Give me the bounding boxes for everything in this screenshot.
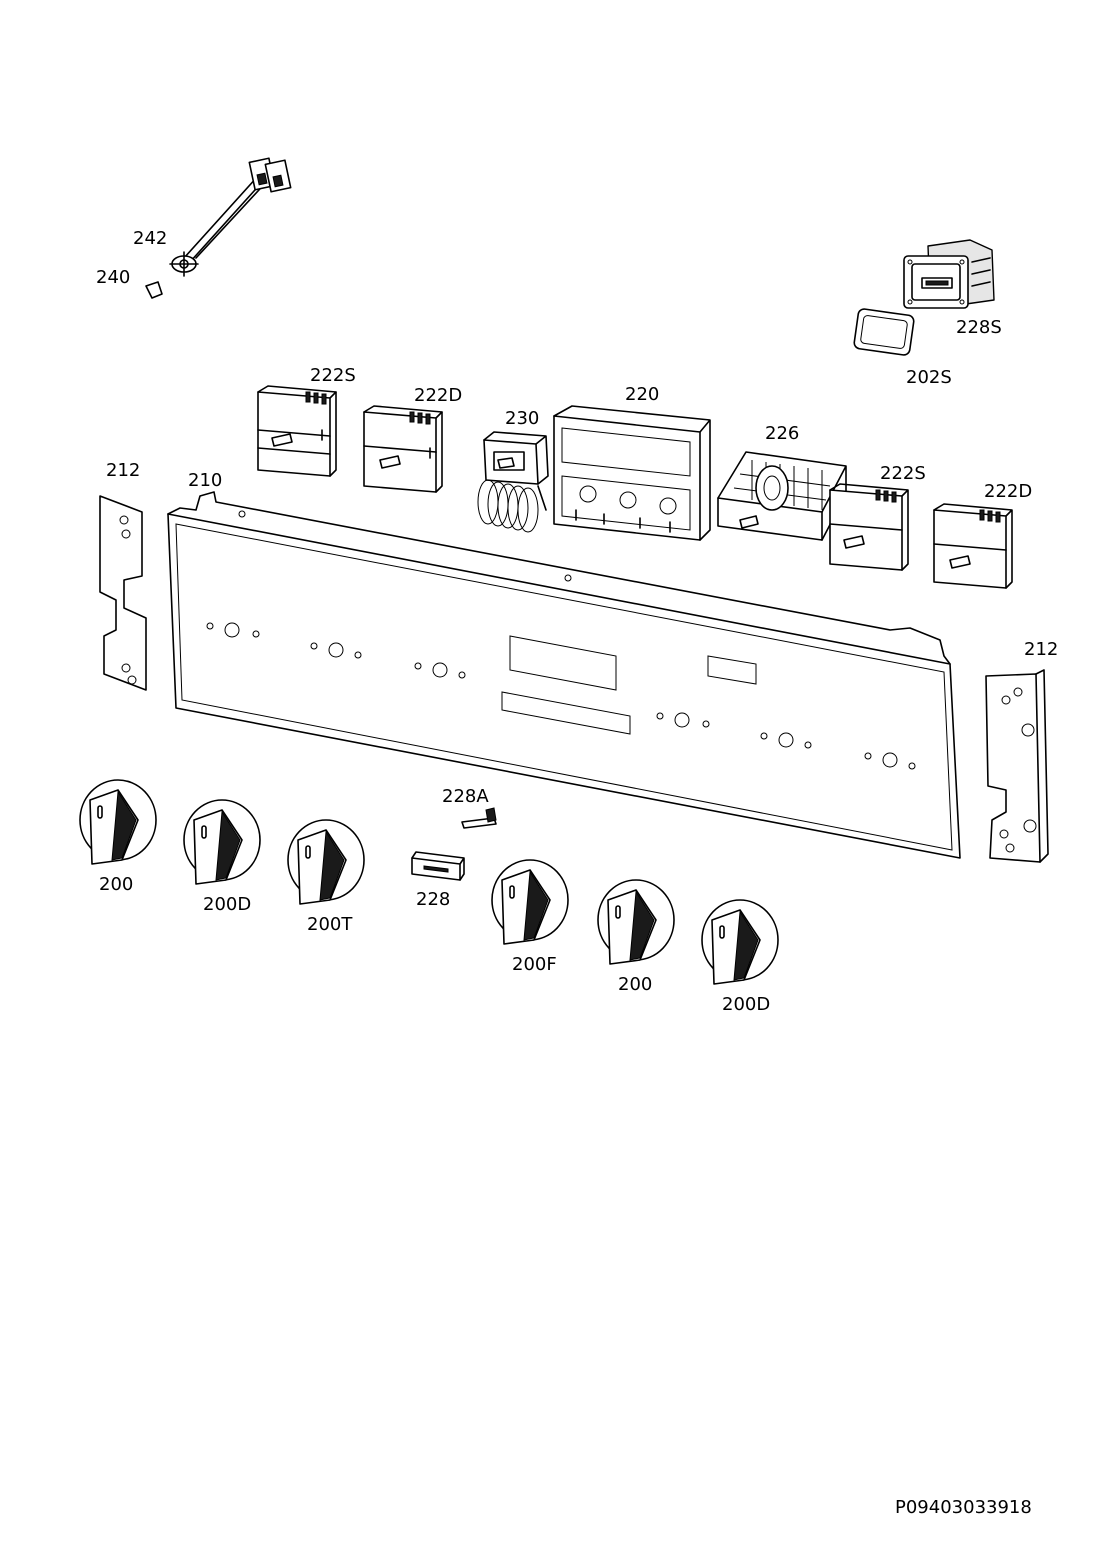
part-202S-gasket: [853, 308, 915, 356]
label-210: 210: [188, 470, 222, 491]
label-200F: 200F: [512, 954, 557, 975]
label-242: 242: [133, 228, 167, 249]
label-240: 240: [96, 267, 130, 288]
part-242-harness: [169, 157, 292, 277]
label-228S: 228S: [956, 317, 1002, 338]
label-200-b: 200: [618, 974, 652, 995]
part-240-clip: [145, 281, 163, 299]
label-226: 226: [765, 423, 799, 444]
part-228-button: [411, 851, 465, 881]
knob-200D-a: [183, 799, 261, 885]
label-212-b: 212: [1024, 639, 1058, 660]
part-222S-switch-left: [257, 385, 337, 477]
knob-200T: [287, 819, 365, 905]
part-228S-switch: [903, 239, 995, 309]
document-code: P09403033918: [895, 1497, 1032, 1518]
label-220: 220: [625, 384, 659, 405]
part-228A-pushrod: [461, 807, 497, 829]
part-212-bracket-right: [985, 669, 1049, 863]
label-200T: 200T: [307, 914, 353, 935]
label-230: 230: [505, 408, 539, 429]
knob-200F: [491, 859, 569, 945]
label-228A: 228A: [442, 786, 489, 807]
part-222S-switch-right: [829, 483, 909, 571]
label-222D-a: 222D: [414, 385, 462, 406]
knob-200D-b: [701, 899, 779, 985]
label-202S: 202S: [906, 367, 952, 388]
label-222D-b: 222D: [984, 481, 1032, 502]
part-226-selector: [717, 451, 847, 541]
label-222S-a: 222S: [310, 365, 356, 386]
label-200-a: 200: [99, 874, 133, 895]
part-210-panel: [167, 491, 961, 859]
label-200D-a: 200D: [203, 894, 251, 915]
part-222D-switch-left: [363, 405, 443, 493]
part-230-thermostat: [477, 431, 549, 533]
label-200D-b: 200D: [722, 994, 770, 1015]
part-222D-switch-right: [933, 503, 1013, 589]
part-220-programmer: [553, 405, 711, 541]
label-228: 228: [416, 889, 450, 910]
knob-200-b: [597, 879, 675, 965]
knob-200-a: [79, 779, 157, 865]
part-212-bracket-left: [99, 495, 147, 691]
label-222S-b: 222S: [880, 463, 926, 484]
label-212-a: 212: [106, 460, 140, 481]
